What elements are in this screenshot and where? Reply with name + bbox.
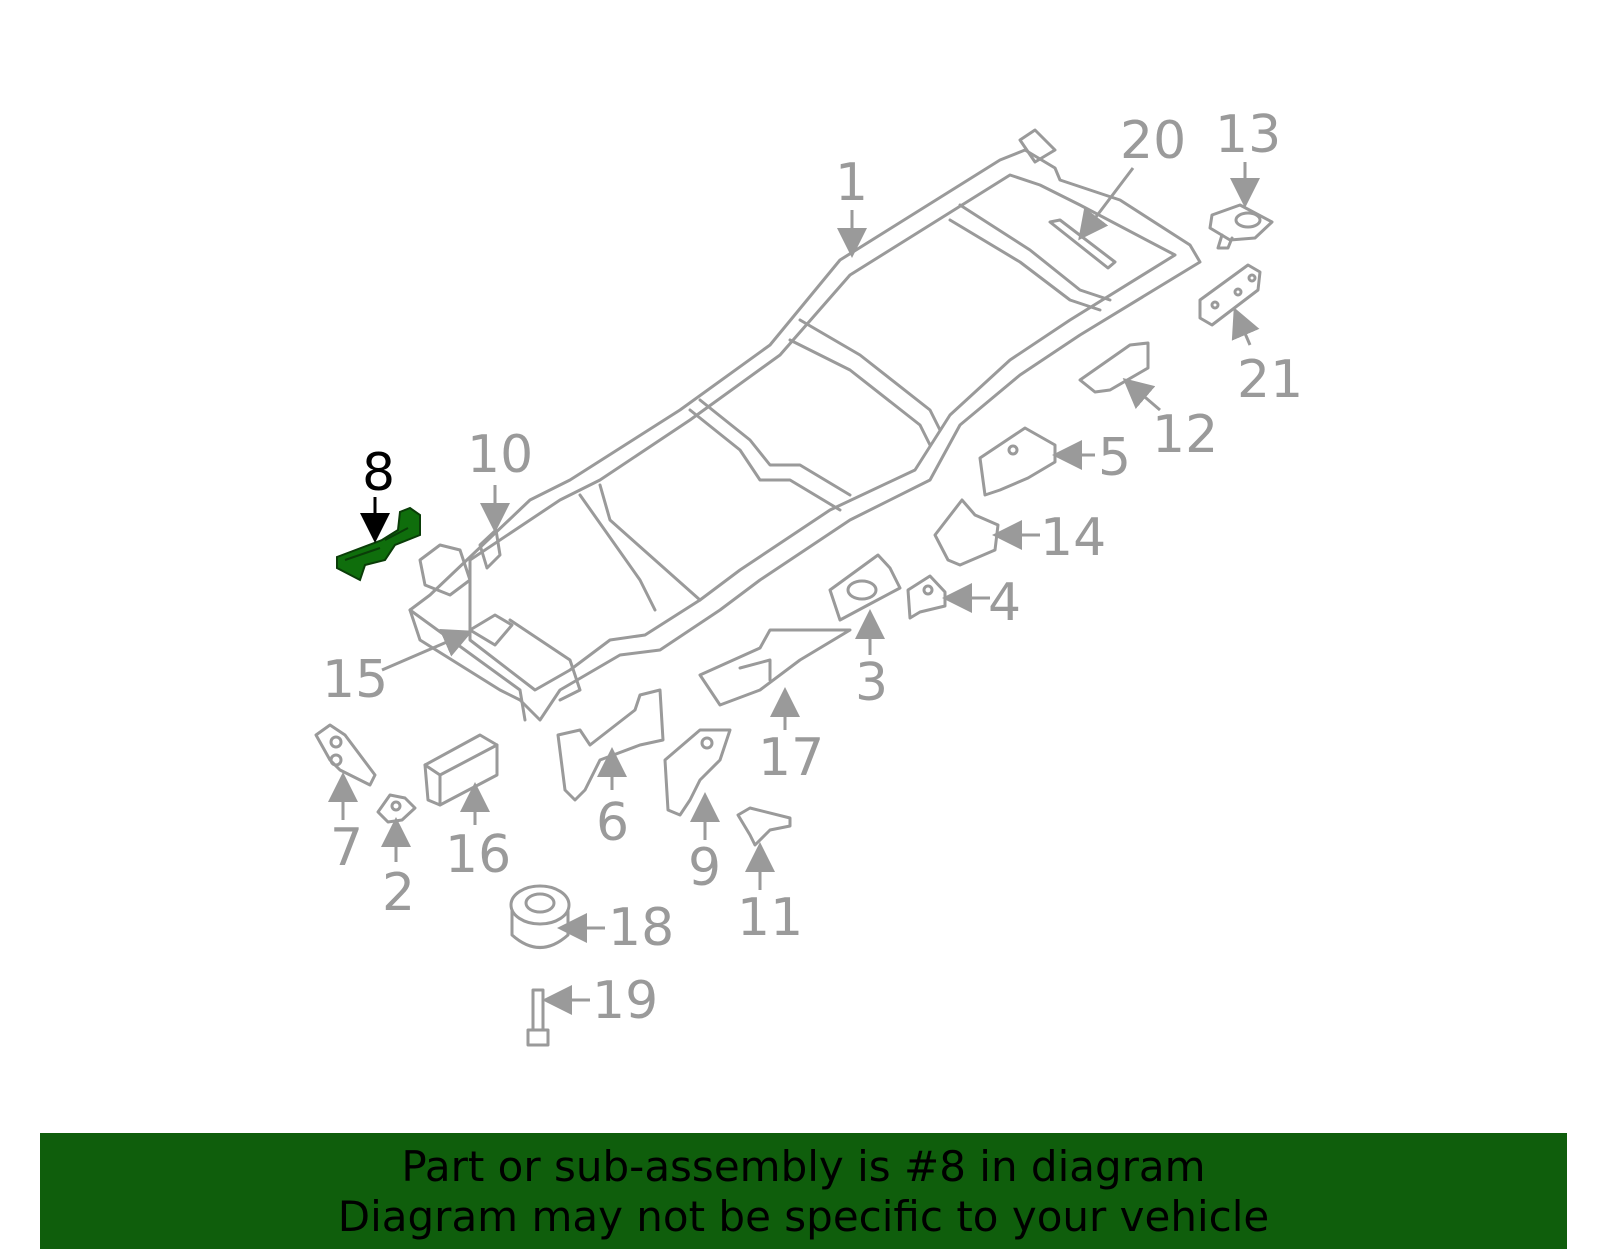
- banner-line-part-number: Part or sub-assembly is #8 in diagram: [401, 1142, 1206, 1191]
- part-4: [906, 574, 947, 620]
- callout-21: 21: [1237, 350, 1303, 410]
- callout-5: 5: [1098, 428, 1131, 488]
- leader-lines: [328, 162, 1260, 1015]
- callout-16: 16: [445, 825, 511, 885]
- callout-6: 6: [596, 793, 629, 853]
- part-9: [663, 728, 732, 817]
- callout-14: 14: [1040, 508, 1106, 568]
- part-3: [828, 553, 902, 622]
- callout-19: 19: [592, 971, 658, 1031]
- part-17: [698, 628, 852, 707]
- part-7: [314, 723, 377, 787]
- part-18: [509, 884, 571, 949]
- callout-13: 13: [1215, 105, 1281, 165]
- callout-2: 2: [382, 863, 415, 923]
- callout-18: 18: [608, 898, 674, 958]
- part-16: [423, 733, 499, 807]
- callout-20: 20: [1120, 111, 1186, 171]
- callout-1: 1: [835, 153, 868, 213]
- frame-assembly-part-1: [408, 128, 1202, 722]
- part-11: [736, 806, 792, 847]
- part-19: [526, 988, 550, 1047]
- callout-4: 4: [988, 573, 1021, 633]
- callout-8-highlighted: 8: [362, 443, 395, 503]
- part-21: [1198, 263, 1262, 327]
- callout-7: 7: [330, 818, 363, 878]
- callout-12: 12: [1152, 405, 1218, 465]
- info-banner: Part or sub-assembly is #8 in diagram Di…: [40, 1133, 1567, 1249]
- highlighted-part-8[interactable]: [336, 506, 421, 582]
- callout-17: 17: [758, 728, 824, 788]
- callout-9: 9: [688, 838, 721, 898]
- part-6: [556, 688, 665, 802]
- callout-3: 3: [855, 653, 888, 713]
- callout-11: 11: [737, 888, 803, 948]
- part-12: [1078, 341, 1150, 394]
- part-2: [376, 793, 417, 824]
- part-15: [468, 613, 514, 647]
- part-13: [1208, 203, 1274, 250]
- part-10: [478, 528, 502, 570]
- callout-15: 15: [322, 650, 388, 710]
- part-20: [1048, 218, 1117, 270]
- part-14: [933, 498, 1000, 567]
- banner-line-disclaimer: Diagram may not be specific to your vehi…: [337, 1192, 1270, 1241]
- part-5: [978, 426, 1057, 497]
- callout-10: 10: [467, 425, 533, 485]
